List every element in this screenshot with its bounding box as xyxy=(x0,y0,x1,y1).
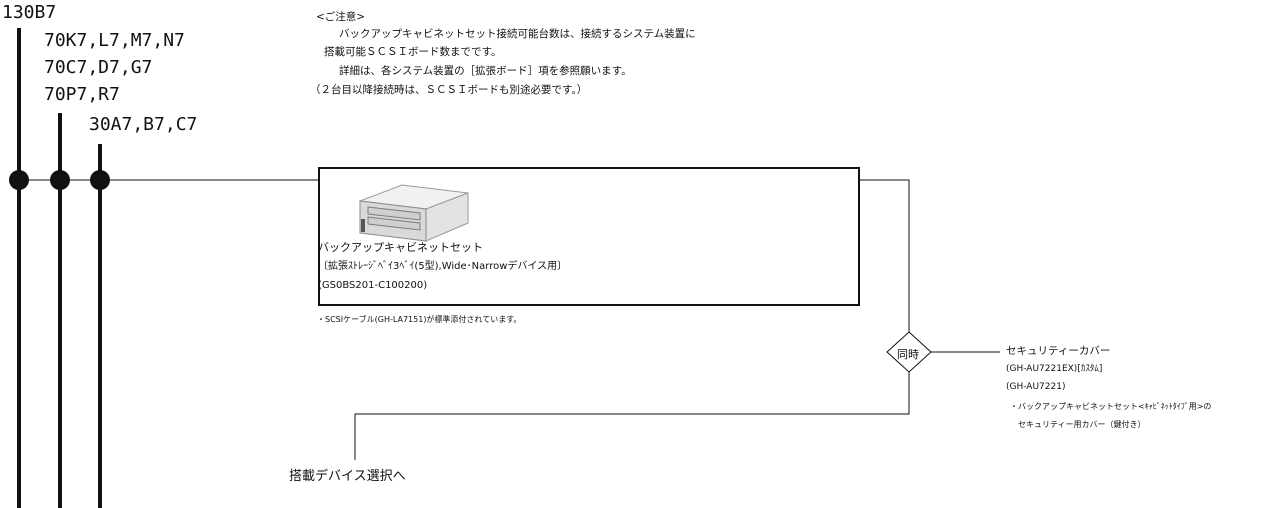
model-label-70-k: 70K7,L7,M7,N7 xyxy=(44,30,185,51)
cabinet-device-icon xyxy=(359,184,469,242)
model-label-70-c: 70C7,D7,G7 xyxy=(44,57,153,78)
junction-dot-30 xyxy=(90,170,110,190)
product-part-number: (GS0BS201-C100200) xyxy=(318,280,428,291)
option-description-1: ・バックアップキャビネットセット<ｷｬﾋﾞﾈｯﾄﾀｲﾌﾟ用>の xyxy=(1010,402,1212,411)
model-label-70-p: 70P7,R7 xyxy=(44,84,120,105)
junction-dot-130 xyxy=(9,170,29,190)
option-description-2: セキュリティー用カバー（鍵付き） xyxy=(1018,420,1146,429)
product-spec: 〔拡張ｽﾄﾚｰｼﾞﾍﾞｲ3ﾍﾞｲ(5型),Wide･Narrowデバイス用〕 xyxy=(318,261,568,272)
model-label-30: 30A7,B7,C7 xyxy=(89,114,198,135)
simultaneous-label: 同時 xyxy=(897,348,919,361)
model-label-130: 130B7 xyxy=(2,2,57,23)
diamond-to-next-line xyxy=(354,372,910,460)
notice-line-1: バックアップキャビネットセット接続可能台数は、接続するシステム装置に xyxy=(339,28,696,40)
junction-dot-70 xyxy=(50,170,70,190)
next-device-selection-link[interactable]: 搭載デバイス選択へ xyxy=(289,469,406,484)
product-cable-note: ・SCSIケーブル(GH-LA7151)が標準添付されています。 xyxy=(317,315,522,324)
box-to-diamond-line xyxy=(860,179,910,334)
notice-line-2: 搭載可能ＳＣＳＩボード数までです。 xyxy=(324,46,502,58)
product-name: バックアップキャビネットセット xyxy=(318,241,483,254)
option-part-custom: (GH-AU7221EX)[ｶｽﾀﾑ] xyxy=(1006,364,1103,374)
notice-line-3: 詳細は、各システム装置の［拡張ボード］項を参照願います。 xyxy=(339,65,632,77)
notice-heading: <ご注意> xyxy=(316,11,366,23)
notice-line-4: （２台目以降接続時は、ＳＣＳＩボードも別途必要です。） xyxy=(310,84,588,96)
option-name[interactable]: セキュリティーカバー xyxy=(1006,345,1111,357)
product-box[interactable]: バックアップキャビネットセット 〔拡張ｽﾄﾚｰｼﾞﾍﾞｲ3ﾍﾞｲ(5型),Wid… xyxy=(318,167,860,306)
option-part: (GH-AU7221) xyxy=(1006,382,1066,392)
